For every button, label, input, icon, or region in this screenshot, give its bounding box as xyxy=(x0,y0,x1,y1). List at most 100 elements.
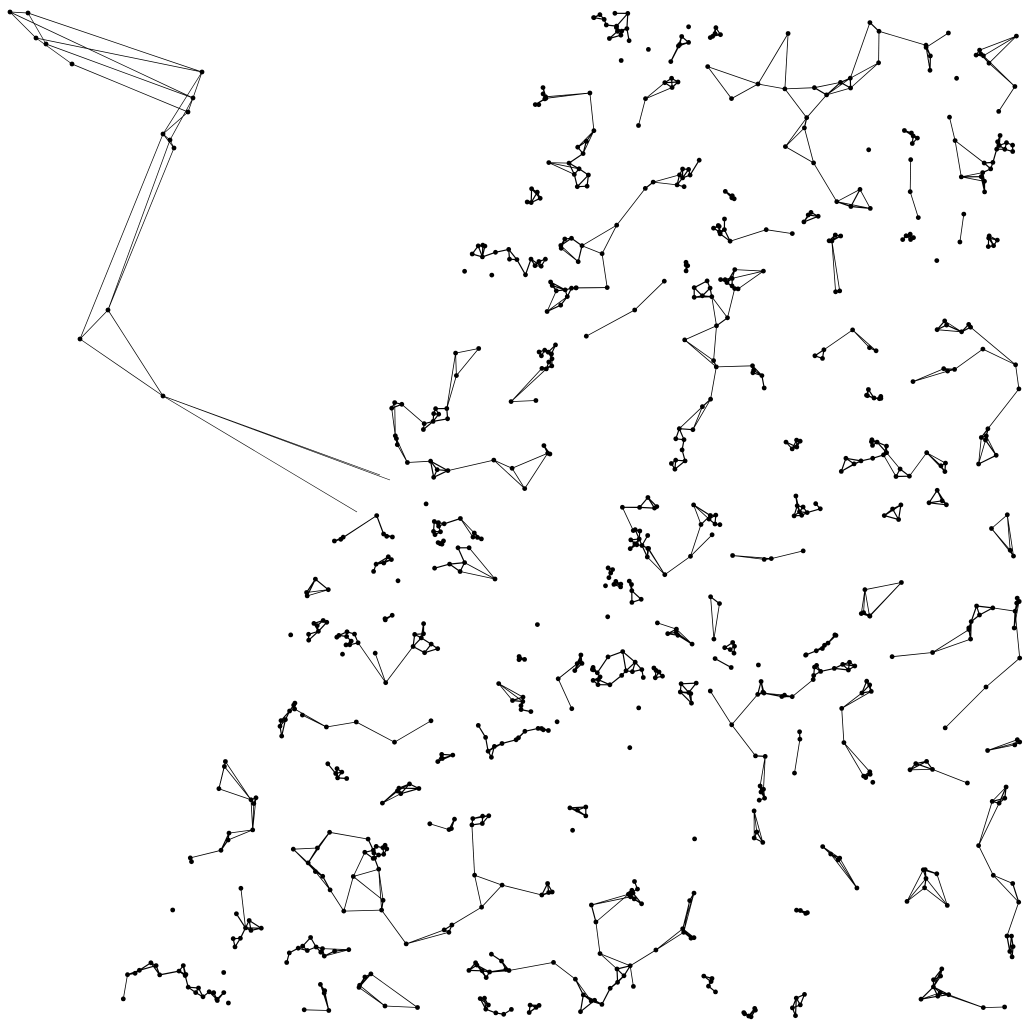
graph-edge xyxy=(225,761,252,801)
graph-node xyxy=(528,200,534,206)
graph-edge xyxy=(329,831,369,840)
graph-edge xyxy=(589,92,595,131)
graph-node xyxy=(732,643,737,649)
graph-edge xyxy=(227,829,253,841)
graph-node xyxy=(930,650,935,655)
graph-node xyxy=(709,532,715,538)
graph-node xyxy=(867,769,873,775)
graph-node xyxy=(839,706,845,711)
graph-edge xyxy=(190,849,222,859)
graph-node xyxy=(691,935,697,941)
graph-node xyxy=(983,684,989,690)
graph-node xyxy=(605,565,611,571)
graph-edge xyxy=(710,366,717,400)
graph-edge xyxy=(992,607,1016,612)
graph-node xyxy=(1002,795,1008,801)
graph-edge xyxy=(432,418,448,422)
graph-node xyxy=(577,659,583,664)
graph-edge xyxy=(906,878,927,902)
graph-node xyxy=(492,576,498,582)
graph-edge xyxy=(607,651,623,658)
graph-node xyxy=(218,847,224,853)
graph-node xyxy=(480,254,485,260)
graph-node xyxy=(300,943,306,949)
graph-node xyxy=(599,1002,605,1007)
graph-node xyxy=(539,353,544,359)
graph-node xyxy=(650,179,656,185)
graph-node xyxy=(509,1007,514,1012)
graph-node xyxy=(306,637,312,643)
graph-node xyxy=(433,406,438,412)
graph-node xyxy=(754,829,760,835)
graph-node xyxy=(350,874,356,879)
graph-node xyxy=(928,53,933,59)
graph-node xyxy=(509,465,515,471)
graph-node xyxy=(1016,899,1022,905)
graph-node xyxy=(677,42,683,47)
graph-node xyxy=(373,844,379,849)
graph-node xyxy=(722,645,728,651)
graph-node xyxy=(574,184,580,190)
graph-node xyxy=(483,975,489,980)
graph-node xyxy=(791,513,797,519)
graph-node xyxy=(691,285,697,291)
graph-node xyxy=(981,160,987,166)
graph-node xyxy=(583,804,589,810)
graph-node xyxy=(356,985,362,990)
graph-node xyxy=(493,1010,499,1016)
graph-edge xyxy=(622,651,636,663)
graph-node xyxy=(867,206,873,211)
graph-node xyxy=(937,990,943,996)
graph-edge xyxy=(693,280,708,289)
graph-node xyxy=(833,289,838,295)
graph-edge xyxy=(396,438,408,463)
graph-node xyxy=(551,960,556,965)
graph-edge xyxy=(814,82,841,89)
graph-edge xyxy=(759,756,766,787)
graph-edge xyxy=(35,37,73,65)
graph-node xyxy=(532,102,538,107)
graph-node xyxy=(834,199,840,205)
graph-edge xyxy=(370,973,418,1008)
graph-node xyxy=(689,700,694,706)
graph-node xyxy=(870,443,875,448)
graph-node xyxy=(686,167,691,172)
graph-node xyxy=(693,680,699,686)
graph-node xyxy=(489,272,495,278)
graph-node xyxy=(475,243,481,249)
graph-node xyxy=(430,419,436,424)
graph-node xyxy=(441,927,447,933)
graph-node xyxy=(536,1003,542,1008)
graph-node xyxy=(472,872,477,878)
graph-node xyxy=(389,405,395,411)
graph-node xyxy=(636,123,641,128)
graph-node xyxy=(438,529,443,535)
graph-edge xyxy=(342,515,377,538)
graph-node xyxy=(105,307,111,313)
graph-node xyxy=(253,795,259,801)
graph-node xyxy=(221,970,227,975)
graph-edge xyxy=(315,578,329,591)
graph-node xyxy=(717,522,723,528)
graph-node xyxy=(125,972,130,978)
graph-node xyxy=(222,764,227,769)
graph-node xyxy=(517,655,522,661)
graph-edge xyxy=(576,174,589,188)
graph-node xyxy=(529,186,534,192)
graph-node xyxy=(878,396,884,401)
graph-node xyxy=(866,387,871,392)
graph-node xyxy=(691,890,697,896)
graph-node xyxy=(724,280,730,285)
graph-node xyxy=(852,663,858,669)
graph-node xyxy=(418,635,424,641)
graph-node xyxy=(604,285,610,290)
graph-node xyxy=(910,133,916,139)
graph-node xyxy=(538,263,544,269)
graph-edge xyxy=(883,454,897,477)
graph-node xyxy=(863,775,869,780)
graph-edge xyxy=(753,810,758,833)
graph-node xyxy=(800,504,806,510)
graph-node xyxy=(790,1005,795,1011)
graph-node xyxy=(449,922,455,928)
graph-node xyxy=(804,510,810,515)
